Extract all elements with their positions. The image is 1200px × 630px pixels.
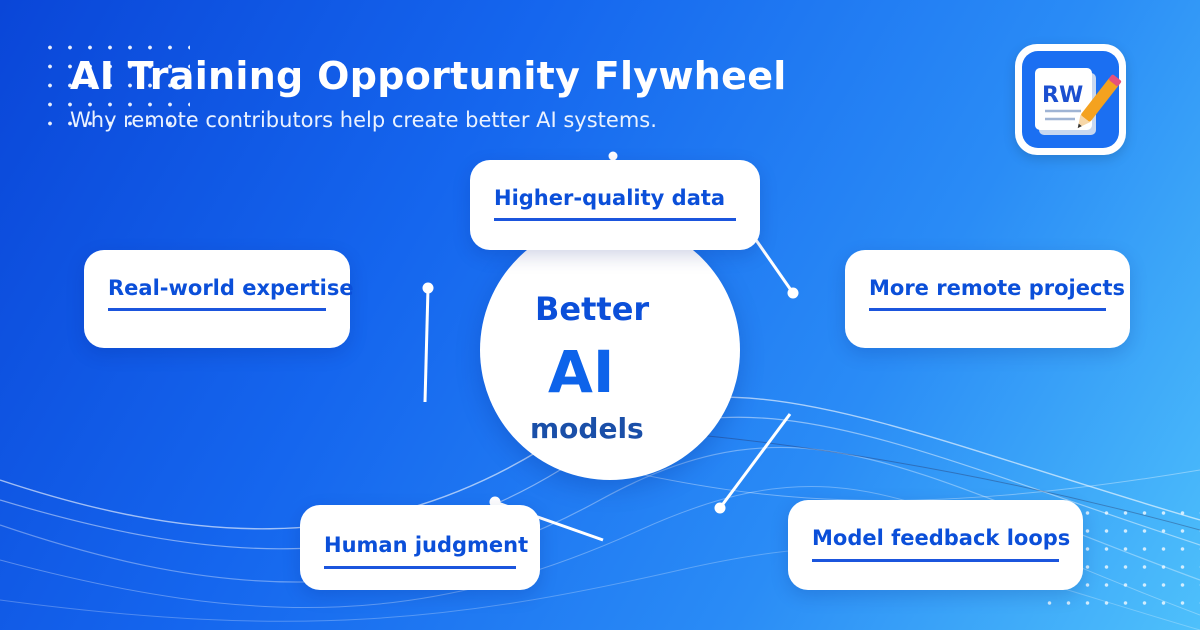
hub-line-models: models — [530, 412, 644, 445]
node-underline — [869, 308, 1106, 311]
node-more-remote-projects: More remote projects — [845, 250, 1130, 348]
wave-line — [0, 446, 1200, 583]
page-subtitle: Why remote contributors help create bett… — [70, 108, 657, 132]
node-higher-quality-data: Higher-quality data — [470, 160, 760, 250]
node-underline — [494, 218, 736, 221]
node-label: Higher-quality data — [494, 186, 726, 210]
node-real-world-expertise: Real-world expertise — [84, 250, 354, 348]
connector-left — [423, 287, 430, 403]
node-label: Real-world expertise — [108, 276, 354, 300]
node-underline — [108, 308, 326, 311]
app-logo: RW — [1015, 44, 1126, 155]
node-human-judgment: Human judgment — [300, 505, 540, 590]
node-underline — [324, 566, 516, 569]
hub-line-ai: AI — [548, 338, 615, 406]
wave-line — [619, 469, 1200, 501]
center-hub: Better AI models — [480, 220, 740, 480]
connector-top-right — [754, 239, 795, 294]
notepad-pencil-icon: RW — [1022, 51, 1122, 148]
connector-dot — [489, 496, 501, 508]
node-label: Model feedback loops — [812, 526, 1071, 550]
hub-line-better: Better — [535, 290, 650, 328]
node-model-feedback-loops: Model feedback loops — [788, 500, 1083, 590]
connector-dot — [787, 287, 799, 299]
node-label: Human judgment — [324, 533, 529, 557]
page-title: AI Training Opportunity Flywheel — [70, 54, 787, 98]
node-underline — [812, 559, 1059, 562]
connector-dot — [608, 151, 618, 161]
node-label: More remote projects — [869, 276, 1125, 300]
connector-dot — [714, 502, 726, 514]
connector-bottom-right — [718, 413, 792, 509]
dot-grid-top-left — [40, 38, 190, 134]
connector-dot — [422, 282, 434, 294]
logo-text: RW — [1042, 83, 1083, 108]
